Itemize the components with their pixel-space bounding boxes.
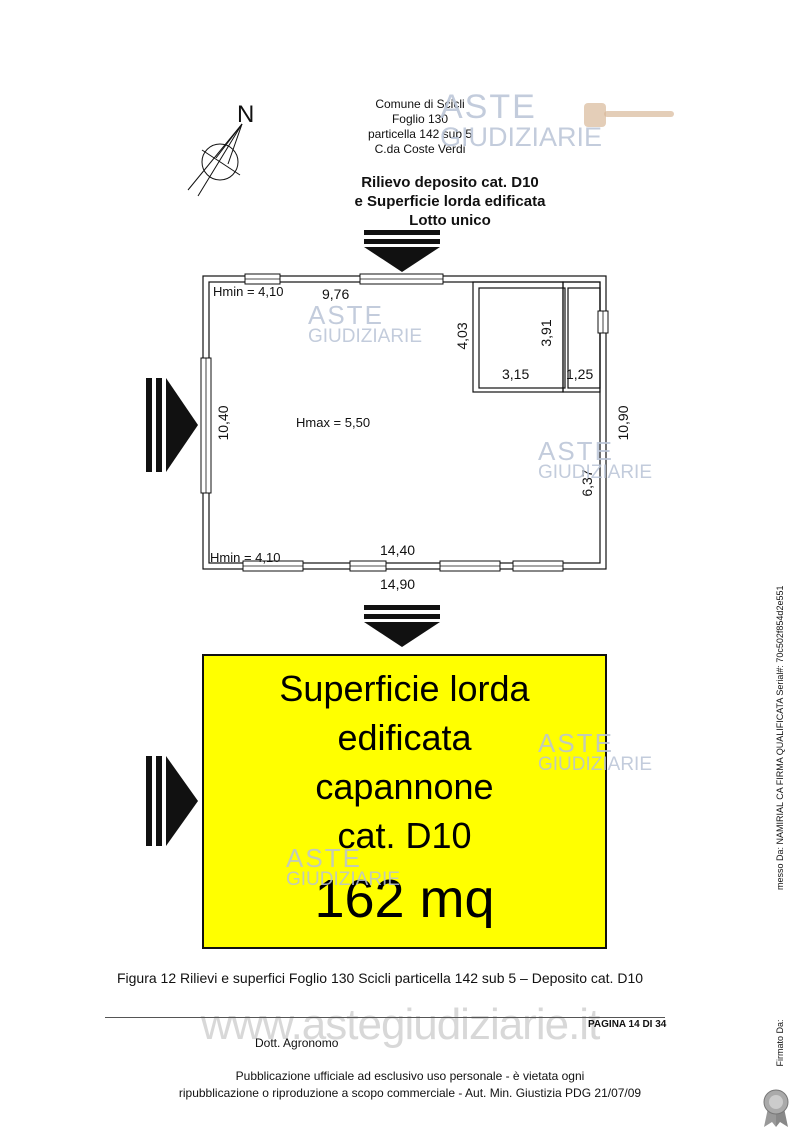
dim-bottom-outer: 14,90 (380, 576, 416, 592)
website-watermark: www.astegiudiziarie.it (200, 1000, 601, 1049)
title-line-2: e Superficie lorda edificata (354, 193, 546, 210)
right-arrow-icon (146, 378, 198, 472)
header-line-3: particella 142 sub 5 (367, 127, 473, 141)
header-line-1: Comune di Scicli (375, 97, 465, 111)
watermark-2-line-2: GIUDIZIARIE (308, 326, 423, 347)
north-compass-icon (180, 100, 270, 200)
publication-line-2: ripubblicazione o riproduzione a scopo c… (178, 1086, 642, 1100)
summary-line-4: cat. D10 (337, 815, 472, 856)
watermark-line-2: GIUDIZIARIE (440, 122, 603, 152)
signature-issuer: messo Da: NAMIRIAL CA FIRMA QUALIFICATA … (775, 585, 785, 890)
publication-line-1: Pubblicazione ufficiale ad esclusivo uso… (235, 1069, 585, 1083)
footer-divider (105, 1017, 665, 1018)
summary-box: Superficie lorda edificata capannone cat… (202, 654, 607, 949)
dim-room-w: 4,03 (454, 322, 470, 350)
hmin-bottom-label: Hmin = 4,10 (210, 550, 281, 565)
watermark-logo-2: ASTE GIUDIZIARIE (308, 302, 422, 346)
dim-top: 9,76 (322, 286, 350, 302)
gavel-icon (582, 95, 677, 135)
watermark-3-line-1: ASTE (538, 436, 614, 466)
watermark-5-line-1: ASTE (286, 843, 362, 873)
watermark-3-line-2: GIUDIZIARIE (538, 462, 653, 483)
dim-room2-h: 3,91 (538, 319, 554, 347)
dim-room2-w: 3,15 (502, 366, 530, 382)
dim-bottom-inner: 14,40 (380, 542, 416, 558)
right-arrow-icon-2 (146, 756, 198, 846)
floor-plan (200, 273, 610, 573)
watermark-logo-5: ASTE GIUDIZIARIE (286, 845, 400, 889)
watermark-4-line-1: ASTE (538, 728, 614, 758)
header-line-2: Foglio 130 (391, 112, 449, 126)
summary-line-3: capannone (315, 766, 494, 807)
north-label: N (237, 101, 255, 128)
watermark-4-line-2: GIUDIZIARIE (538, 754, 653, 775)
watermark-5-line-2: GIUDIZIARIE (286, 869, 401, 890)
page-number: PAGINA 14 DI 34 (588, 1019, 667, 1030)
summary-line-1: Superficie lorda (279, 668, 530, 709)
dim-left: 10,40 (215, 405, 231, 441)
watermark-line-1: ASTE (440, 88, 537, 126)
watermark-logo-4: ASTE GIUDIZIARIE (538, 730, 652, 774)
title-line-3: Lotto unico (409, 212, 491, 229)
signature-strip: messo Da: NAMIRIAL CA FIRMA QUALIFICATA … (770, 585, 790, 905)
seal-ribbon-icon (762, 1088, 790, 1128)
watermark-2-line-1: ASTE (308, 300, 384, 330)
figure-caption: Figura 12 Rilievi e superfici Foglio 130… (116, 970, 644, 986)
signed-by-label: Firmato Da: (775, 1019, 785, 1067)
hmax-label: Hmax = 5,50 (296, 415, 371, 430)
author-label: Dott. Agronomo (255, 1036, 339, 1050)
watermark-logo: ASTE GIUDIZIARIE (440, 88, 603, 152)
summary-line-2: edificata (337, 717, 472, 758)
summary-value: 162 mq (314, 869, 495, 929)
watermark-logo-3: ASTE GIUDIZIARIE (538, 438, 652, 482)
dim-room3-w: 1,25 (566, 366, 594, 382)
down-arrow-icon-2 (362, 605, 442, 647)
dim-right: 10,90 (615, 405, 631, 441)
signed-by-strip: Firmato Da: (770, 1010, 790, 1080)
title-line-1: Rilievo deposito cat. D10 (361, 174, 539, 191)
header-line-4: C.da Coste Verdi (374, 142, 466, 156)
down-arrow-icon (362, 230, 442, 272)
hmin-top-label: Hmin = 4,10 (213, 284, 284, 299)
publication-notice: Pubblicazione ufficiale ad esclusivo uso… (150, 1068, 670, 1102)
